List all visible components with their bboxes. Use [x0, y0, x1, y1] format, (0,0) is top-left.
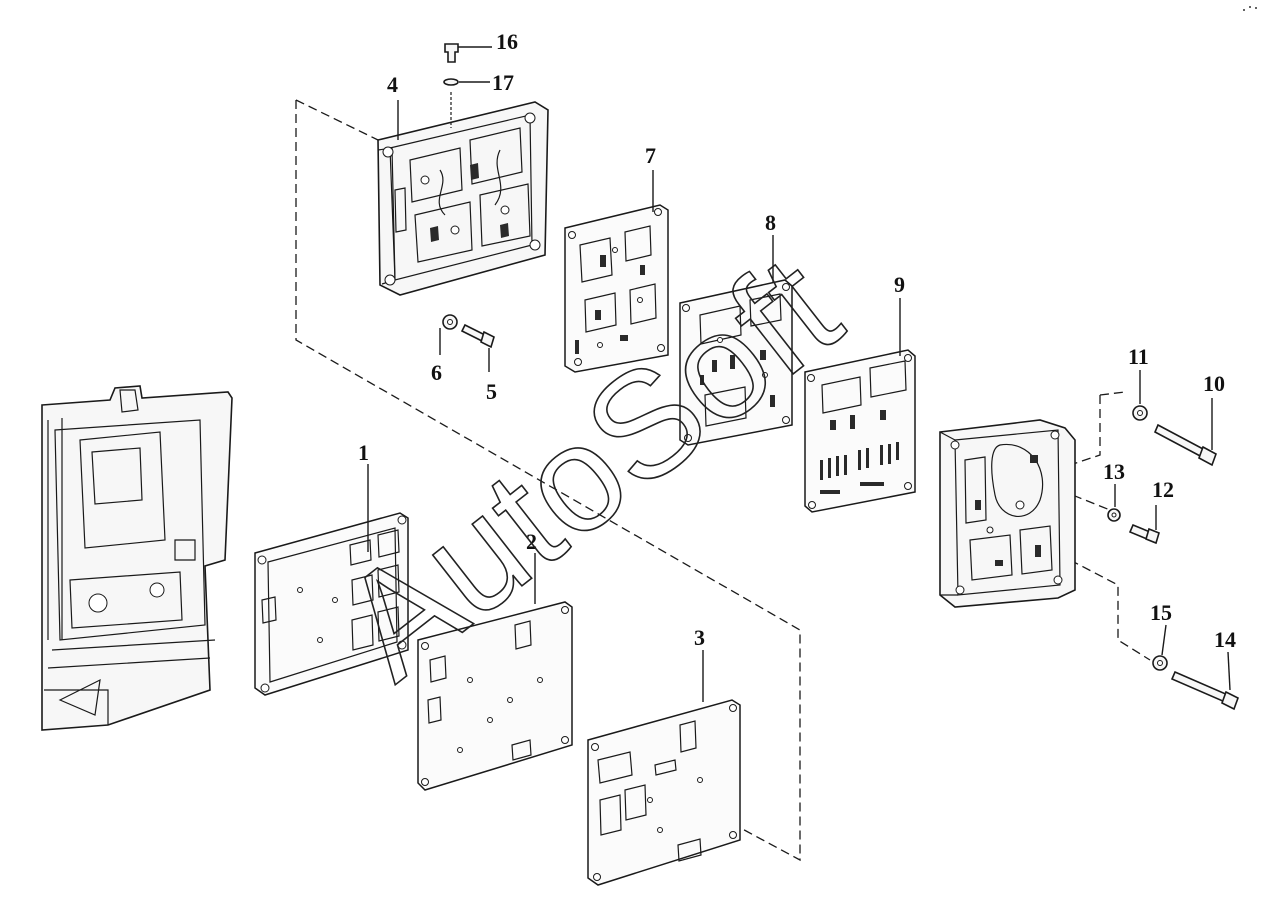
callout-labels: 1 2 3 4 5 6 7 8 9 10 11 12 13 14 15 16 1… [358, 29, 1236, 652]
callout-5: 5 [486, 379, 497, 404]
separator-plate-2 [417, 601, 573, 791]
bolt-and-washer-upper [442, 314, 495, 349]
callout-15: 15 [1150, 600, 1172, 625]
gasket-plate-1 [254, 512, 409, 696]
callout-8: 8 [765, 210, 776, 235]
separator-plate-8 [679, 279, 793, 446]
callout-14: 14 [1214, 627, 1236, 652]
corner-specks [1243, 6, 1257, 11]
transmission-housing [41, 385, 233, 731]
alignment-guides [295, 99, 1151, 862]
callout-6: 6 [431, 360, 442, 385]
bolts-and-washers-right [1107, 405, 1239, 711]
plug-and-ring [443, 43, 459, 128]
callout-4: 4 [387, 72, 398, 97]
callout-9: 9 [894, 272, 905, 297]
separator-plate-7 [564, 204, 669, 373]
callout-10: 10 [1203, 371, 1225, 396]
callout-3: 3 [694, 625, 705, 650]
callout-16: 16 [496, 29, 518, 54]
callout-12: 12 [1152, 477, 1174, 502]
valve-body-upper [377, 101, 549, 296]
callout-7: 7 [645, 143, 656, 168]
callout-1: 1 [358, 440, 369, 465]
valve-body-lower [939, 419, 1076, 608]
separator-plate-3 [587, 699, 741, 886]
callout-11: 11 [1128, 344, 1149, 369]
callout-17: 17 [492, 70, 514, 95]
callout-2: 2 [526, 529, 537, 554]
callout-13: 13 [1103, 459, 1125, 484]
leader-lines [367, 46, 1231, 702]
separator-plate-9 [804, 349, 916, 513]
